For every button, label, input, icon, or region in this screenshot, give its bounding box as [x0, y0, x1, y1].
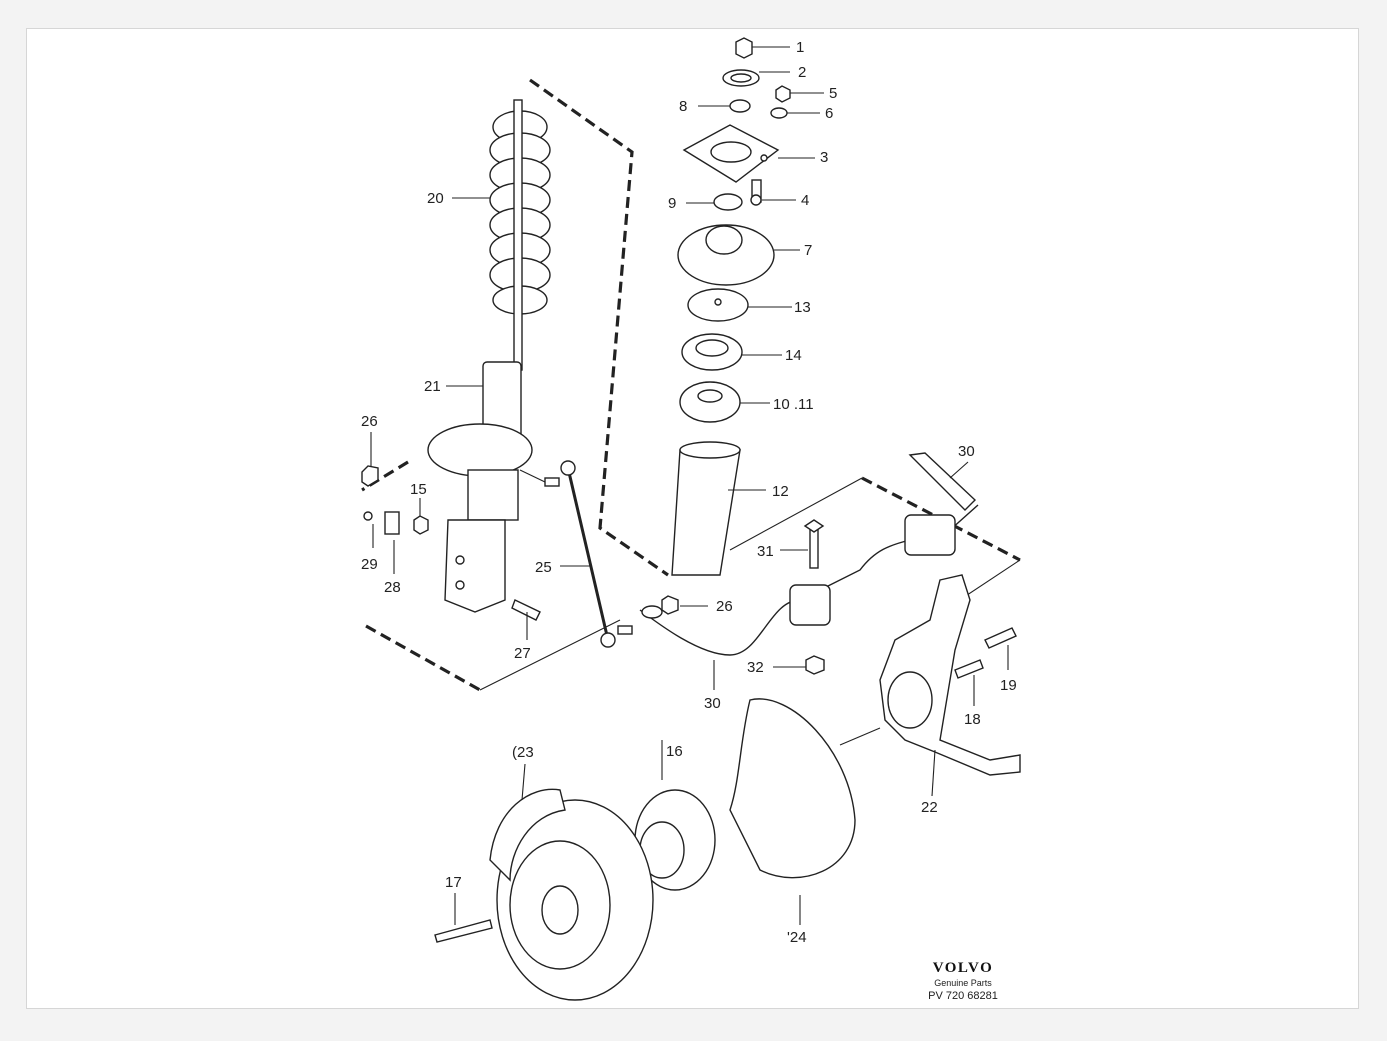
label-26-right: 26	[716, 598, 733, 615]
nut-26-left[interactable]	[361, 465, 379, 487]
label-21: 21	[424, 378, 441, 395]
bolt-19[interactable]	[984, 627, 1017, 649]
label-31: 31	[757, 543, 774, 560]
volvo-logo: VOLVO	[932, 960, 994, 976]
nut-5[interactable]	[775, 85, 791, 103]
label-17: 17	[445, 874, 462, 891]
volvo-brand-block: VOLVO Genuine Parts PV 720 68281	[918, 960, 1008, 1002]
label-14: 14	[785, 347, 802, 364]
strut-assembly-dashed-outline	[529, 78, 669, 577]
nut-15[interactable]	[413, 515, 429, 535]
clip-8[interactable]	[729, 99, 751, 113]
rubber-seat-13[interactable]	[687, 288, 749, 322]
label-30-bottom: 30	[704, 695, 721, 712]
nut-32[interactable]	[805, 655, 825, 675]
shock-absorber-strut[interactable]	[427, 99, 533, 613]
label-16: 16	[666, 743, 683, 760]
bushing-bracket-left[interactable]	[789, 584, 831, 626]
steering-knuckle[interactable]	[839, 574, 1021, 776]
splash-shield[interactable]	[729, 698, 856, 879]
label-19: 19	[1000, 677, 1017, 694]
brake-disc[interactable]	[496, 799, 654, 1001]
top-mount-plate-3[interactable]	[682, 124, 780, 183]
label-4: 4	[801, 192, 809, 209]
washer-2[interactable]	[722, 69, 760, 87]
label-25: 25	[535, 559, 552, 576]
label-28: 28	[384, 579, 401, 596]
brake-backplate-23[interactable]	[489, 788, 566, 882]
label-30-top: 30	[958, 443, 975, 460]
label-22: 22	[921, 799, 938, 816]
bearing-9[interactable]	[713, 193, 743, 211]
label-26-left: 26	[361, 413, 378, 430]
part-labels: 1 2 5 8 6 3 4 9 7 13 14 10 .11 12 20 21 …	[361, 39, 1017, 946]
stud-18[interactable]	[954, 659, 984, 679]
bushing-bracket-right[interactable]	[904, 514, 956, 556]
label-9: 9	[668, 195, 676, 212]
label-18: 18	[964, 711, 981, 728]
protective-boot-12[interactable]	[671, 441, 741, 576]
label-2: 2	[798, 64, 806, 81]
label-23: (23	[512, 744, 534, 761]
nut-26-right[interactable]	[661, 595, 679, 615]
assembly-axis-line-left	[479, 469, 621, 691]
spring-seat-7[interactable]	[677, 224, 775, 286]
label-3: 3	[820, 149, 828, 166]
washer-6[interactable]	[770, 107, 788, 119]
label-15: 15	[410, 481, 427, 498]
label-8: 8	[679, 98, 687, 115]
bracket-28[interactable]	[384, 511, 400, 535]
nut-1[interactable]	[735, 37, 753, 59]
label-12: 12	[772, 483, 789, 500]
label-6: 6	[825, 105, 833, 122]
label-24: '24	[787, 929, 807, 946]
leader-lines	[370, 46, 1009, 925]
spring-seat-10-11[interactable]	[679, 381, 741, 423]
stabilizer-bar[interactable]	[639, 452, 979, 656]
label-29: 29	[361, 556, 378, 573]
wheel-hub-bearing[interactable]	[634, 789, 716, 891]
label-7: 7	[804, 242, 812, 259]
bolt-4[interactable]	[750, 179, 762, 206]
stabilizer-link[interactable]	[544, 460, 633, 648]
label-13: 13	[794, 299, 811, 316]
label-32: 32	[747, 659, 764, 676]
screw-29[interactable]	[363, 511, 373, 521]
label-20: 20	[427, 190, 444, 207]
bolt-27[interactable]	[511, 599, 541, 621]
brand-tagline: Genuine Parts	[934, 978, 992, 988]
label-1: 1	[796, 39, 804, 56]
label-27: 27	[514, 645, 531, 662]
label-10-11: 10 .11	[773, 396, 814, 413]
label-5: 5	[829, 85, 837, 102]
diagram-code: PV 720 68281	[928, 990, 998, 1002]
bolt-31[interactable]	[803, 519, 825, 569]
bump-rubber-14[interactable]	[681, 333, 743, 371]
screw-17[interactable]	[434, 919, 493, 943]
